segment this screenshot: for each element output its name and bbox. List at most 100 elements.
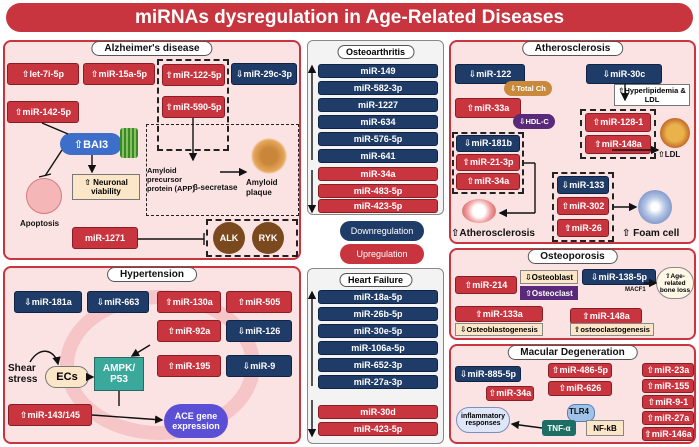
hf-mir-30e: miR-30e-5p <box>318 324 438 338</box>
op-mir-214: ⇧miR-214 <box>455 276 517 294</box>
age-bone-oval: ⇧Age-related bone loss <box>656 267 694 299</box>
alzheimers-title: Alzheimer's disease <box>91 41 213 56</box>
neuronal-viability-box: ⇧ Neuronal viability <box>72 174 140 200</box>
mir-let7i: ⇧let-7i-5p <box>7 63 79 85</box>
hf-mir-652: miR-652-3p <box>318 358 438 372</box>
hdl-oval: ⇩HDL-C <box>513 114 555 129</box>
receptor-icon <box>120 128 138 158</box>
op-mir-133a: ⇧miR-133a <box>455 306 543 322</box>
artery-icon <box>462 199 496 223</box>
apoptosis-cell-icon <box>26 178 62 214</box>
plaque-label: Amyloid plaque <box>246 178 278 197</box>
nfkb-box: NF-kB <box>586 420 624 436</box>
mir-15a: ⇧miR-15a-5p <box>83 63 155 85</box>
ht-mir-505: ⇧miR-505 <box>226 291 292 313</box>
secretase-label: β-secretase <box>193 183 238 192</box>
oa-mir-582: miR-582-3p <box>318 81 438 95</box>
at-dashed-bottom <box>552 172 614 242</box>
amyloid-plaque-icon <box>250 138 288 174</box>
mir-1271: miR-1271 <box>72 227 138 249</box>
alk-circle: ALK <box>213 222 245 254</box>
ht-mir-663: ⇩miR-663 <box>87 291 149 313</box>
foam-cell-label: ⇧ Foam cell <box>622 228 680 239</box>
mir-29c: ⇩miR-29c-3p <box>231 63 297 85</box>
hyperlipidemia-box: ⇧Hyperlipidemia & LDL <box>614 84 690 106</box>
foam-cell-icon <box>638 190 672 224</box>
at-mir-30c: ⇩miR-30c <box>586 64 662 84</box>
legend-upregulation: Upregulation <box>340 244 424 264</box>
md-mir-155: ⇧miR-155 <box>642 379 694 393</box>
hypertension-title: Hypertension <box>107 267 197 282</box>
macf1-label: MACF1 <box>625 287 646 293</box>
tnf-box: TNF-α <box>542 420 576 436</box>
ampk-box: AMPK/ P53 <box>94 357 144 391</box>
at-mir-133: ⇩miR-133 <box>557 176 609 194</box>
md-mir-146a: ⇧miR-146a <box>642 427 694 441</box>
bai3-oval: ⇧BAI3 <box>60 133 122 155</box>
md-mir-626: ⇧miR-626 <box>548 381 612 396</box>
hf-mir-26b: miR-26b-5p <box>318 307 438 321</box>
arrow-142-bai3 <box>41 122 69 135</box>
at-mir-128-1: ⇧miR-128-1 <box>585 113 651 132</box>
oa-mir-641: miR-641 <box>318 149 438 163</box>
tlr4-label: TLR4 <box>569 407 589 416</box>
ht-mir-195: ⇧miR-195 <box>157 355 221 377</box>
md-mir-34a: ⇧miR-34a <box>486 386 534 401</box>
mir-142-5p: ⇧miR-142-5p <box>7 101 79 123</box>
ht-mir-143-145: ⇧miR-143/145 <box>8 404 92 426</box>
hf-mir-18a: miR-18a-5p <box>318 290 438 304</box>
mir-590-5p: ⇧miR-590-5p <box>162 96 225 118</box>
oa-mir-34a: miR-34a <box>318 167 438 181</box>
hf-mir-30d: miR-30d <box>318 405 438 419</box>
osteoclastogenesis-box: ⇧osteoclastogenesis <box>570 323 654 336</box>
heart-failure-title: Heart Failure <box>338 273 413 287</box>
total-ch-oval: ⇩Total Ch <box>504 81 552 96</box>
md-mir-486: ⇧miR-486-5p <box>548 363 612 378</box>
hf-mir-423: miR-423-5p <box>318 422 438 436</box>
tlr4-receptor-icon <box>567 404 595 422</box>
osteoclast-box: ⇧Osteoclast <box>520 286 578 300</box>
ht-mir-126: ⇩miR-126 <box>226 320 292 342</box>
md-mir-9-1: ⇧miR-9-1 <box>642 395 694 409</box>
ldl-icon <box>660 118 690 148</box>
mir-122-5p: ⇧miR-122-5p <box>162 64 225 86</box>
ryk-circle: RYK <box>252 222 284 254</box>
at-mir-122: ⇩miR-122 <box>455 64 525 84</box>
shear-stress-label: Shear stress <box>8 363 38 385</box>
at-dashed-left <box>452 132 524 194</box>
oa-mir-1227: miR-1227 <box>318 98 438 112</box>
osteoblast-box: ⇩Osteoblast <box>520 270 578 284</box>
ace-oval: ACE gene expression <box>164 404 228 438</box>
alk-ryk-box <box>206 219 298 257</box>
osteoblastogenesis-box: ⇩Osteoblastogenesis <box>455 323 543 336</box>
at-mir-26: ⇧miR-26 <box>557 219 609 237</box>
oa-mir-634: miR-634 <box>318 115 438 129</box>
at-mir-21-3p: ⇧miR-21-3p <box>456 154 520 171</box>
oa-mir-483: miR-483-5p <box>318 184 438 198</box>
atherosclerosis-title: Atherosclerosis <box>521 41 624 56</box>
ht-mir-130a: ⇧miR-130a <box>157 291 221 313</box>
at-dashed-right <box>580 109 656 159</box>
at-mir-148a: ⇧miR-148a <box>585 135 651 154</box>
inhibit-bai3-apoptosis <box>44 149 63 177</box>
oa-mir-576: miR-576-5p <box>318 132 438 146</box>
at-mir-33a: ⇧miR-33a <box>455 98 521 118</box>
atherosclerosis-label: ⇧Atherosclerosis <box>451 228 535 239</box>
md-mir-27a: ⇧miR-27a <box>642 411 694 425</box>
inflammatory-oval: inflammatory responses <box>456 407 510 433</box>
op-mir-138: ⇩miR-138-5p <box>582 269 656 285</box>
ht-mir-92a: ⇧miR-92a <box>157 320 221 342</box>
hf-mir-27a: miR-27a-3p <box>318 375 438 389</box>
app-label: Amyloid precursor protein (APP) <box>147 166 195 193</box>
oa-mir-423: miR-423-5p <box>318 199 438 213</box>
main-title: miRNAs dysregulation in Age-Related Dise… <box>6 3 693 32</box>
app-dashed-box <box>146 124 299 216</box>
macular-title: Macular Degeneration <box>507 345 638 360</box>
at-mir-302: ⇧miR-302 <box>557 197 609 215</box>
osteoporosis-title: Osteoporosis <box>527 249 618 264</box>
at-mir-34a: ⇧miR-34a <box>456 173 520 190</box>
apoptosis-label: Apoptosis <box>20 219 60 228</box>
oa-mir-149: miR-149 <box>318 64 438 78</box>
ldl-label: ⇧LDL <box>658 150 681 159</box>
at-mir-181b: ⇩miR-181b <box>456 135 520 152</box>
